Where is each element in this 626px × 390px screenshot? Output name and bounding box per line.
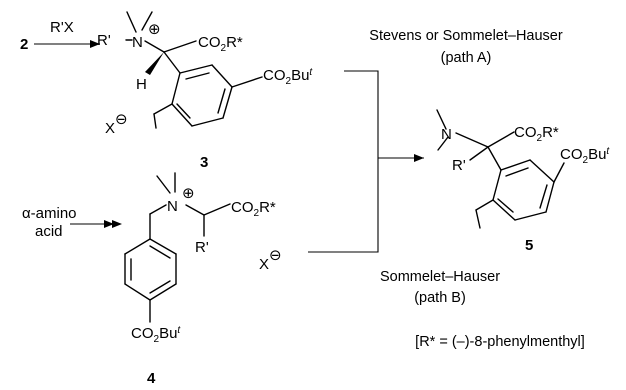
co2r-star-label-3: CO2R* xyxy=(198,34,243,54)
nitrogen-label-4: N xyxy=(167,198,178,215)
counterion-x-label-4: X xyxy=(259,256,269,273)
compound-4-structure xyxy=(124,172,231,323)
connector-top xyxy=(344,70,379,158)
arrow-amino-acid-head-1 xyxy=(104,220,114,228)
amino-acid-label-line1: α-amino xyxy=(22,205,77,222)
co2but-label-3: CO2But xyxy=(263,67,313,87)
compound-3-structure xyxy=(125,11,263,129)
compound-3-label: 3 xyxy=(200,154,208,171)
amino-acid-label-line2: acid xyxy=(35,223,63,240)
compound-5-label: 5 xyxy=(525,237,533,254)
nitrogen-label: N xyxy=(132,34,143,51)
arrow-amino-acid-head-2 xyxy=(112,220,122,228)
arrow-to-5-head xyxy=(414,154,424,162)
co2but-label-4: CO2But xyxy=(131,325,181,345)
arrow-2-to-3-head xyxy=(90,40,100,48)
path-a-subtitle: (path A) xyxy=(441,50,492,66)
nitrogen-label-5: N xyxy=(441,126,452,143)
reagent-label: R'X xyxy=(50,19,74,36)
nitrogen-plus-charge: ⊕ xyxy=(148,21,161,38)
counterion-minus-charge: ⊖ xyxy=(115,111,128,128)
footnote-r-star: [R* = (–)-8-phenylmenthyl] xyxy=(415,334,585,350)
path-a-title: Stevens or Sommelet–Hauser xyxy=(369,28,563,44)
co2r-star-label-4: CO2R* xyxy=(231,199,276,219)
compound-2-label: 2 xyxy=(20,36,28,53)
r-prime-label-4: R' xyxy=(195,239,209,256)
hydrogen-label: H xyxy=(136,76,147,93)
path-b-subtitle: (path B) xyxy=(414,290,466,306)
co2r-star-label-5: CO2R* xyxy=(514,124,559,144)
r-prime-label: R' xyxy=(97,32,111,49)
nitrogen-plus-charge-4: ⊕ xyxy=(182,185,195,202)
co2but-label-5: CO2But xyxy=(560,146,610,166)
counterion-x-label: X xyxy=(105,120,115,137)
r-prime-label-5: R' xyxy=(452,157,466,174)
connector-bottom xyxy=(308,158,379,253)
path-b-title: Sommelet–Hauser xyxy=(380,269,500,285)
compound-5-structure xyxy=(436,109,565,229)
compound-4-label: 4 xyxy=(147,370,156,387)
counterion-minus-charge-4: ⊖ xyxy=(269,247,282,264)
